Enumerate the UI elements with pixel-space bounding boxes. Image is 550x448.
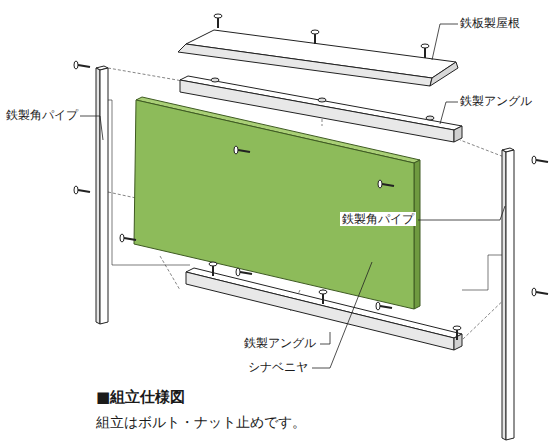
bolt-shank: [456, 329, 458, 340]
steel-roof: [178, 30, 458, 86]
bolt-head: [319, 290, 327, 294]
lower-steel-angle: [186, 268, 462, 350]
part-label: シナベニヤ: [246, 360, 310, 374]
bolt-head: [214, 14, 222, 18]
bolt-head: [236, 268, 240, 276]
bolts: [74, 14, 548, 340]
part-label: 鉄製アングル: [242, 336, 318, 350]
bolt-shank: [380, 306, 392, 308]
bolt-shank: [78, 65, 90, 67]
part-label: 鉄製アングル: [458, 94, 534, 108]
part-label: 鉄製角パイプ: [340, 212, 416, 226]
nut: [426, 116, 434, 120]
part-label: 鉄製角パイプ: [4, 108, 80, 122]
bolt-shank: [240, 272, 252, 274]
bolt-shank: [217, 17, 219, 28]
bolt-head: [532, 288, 536, 296]
bolt-head: [453, 326, 461, 330]
bolt-shank: [424, 47, 426, 58]
assembly-guides: [108, 68, 512, 340]
bolt-head: [209, 262, 217, 266]
bolt-head: [378, 180, 382, 188]
nut: [318, 98, 326, 102]
left-square-pipe: [96, 66, 108, 324]
part-label: 鉄板製屋根: [458, 16, 522, 30]
bolt-shank: [322, 293, 324, 304]
bolt-head: [234, 146, 238, 154]
bolt-shank: [536, 292, 548, 294]
bolt-shank: [536, 160, 548, 162]
leader-lines: [72, 24, 505, 368]
bolt-shank: [382, 184, 394, 186]
bolt-head: [74, 186, 78, 194]
bolt-shank: [238, 150, 250, 152]
nut: [211, 78, 219, 82]
plywood-panel: [134, 97, 420, 309]
right-square-pipe: [502, 148, 514, 440]
bolt-shank: [314, 33, 316, 44]
bolt-head: [376, 302, 380, 310]
bolt-head: [311, 30, 319, 34]
bolt-shank: [212, 265, 214, 276]
bolt-head: [421, 44, 429, 48]
diagram-caption: 組立はボルト・ナット止めです。: [94, 414, 308, 430]
bolt-shank: [124, 238, 136, 240]
bolt-head: [74, 61, 78, 69]
bolt-head: [120, 234, 124, 242]
diagram-title: ■組立仕様図: [94, 388, 187, 406]
bolt-shank: [78, 190, 90, 192]
bolt-head: [532, 156, 536, 164]
